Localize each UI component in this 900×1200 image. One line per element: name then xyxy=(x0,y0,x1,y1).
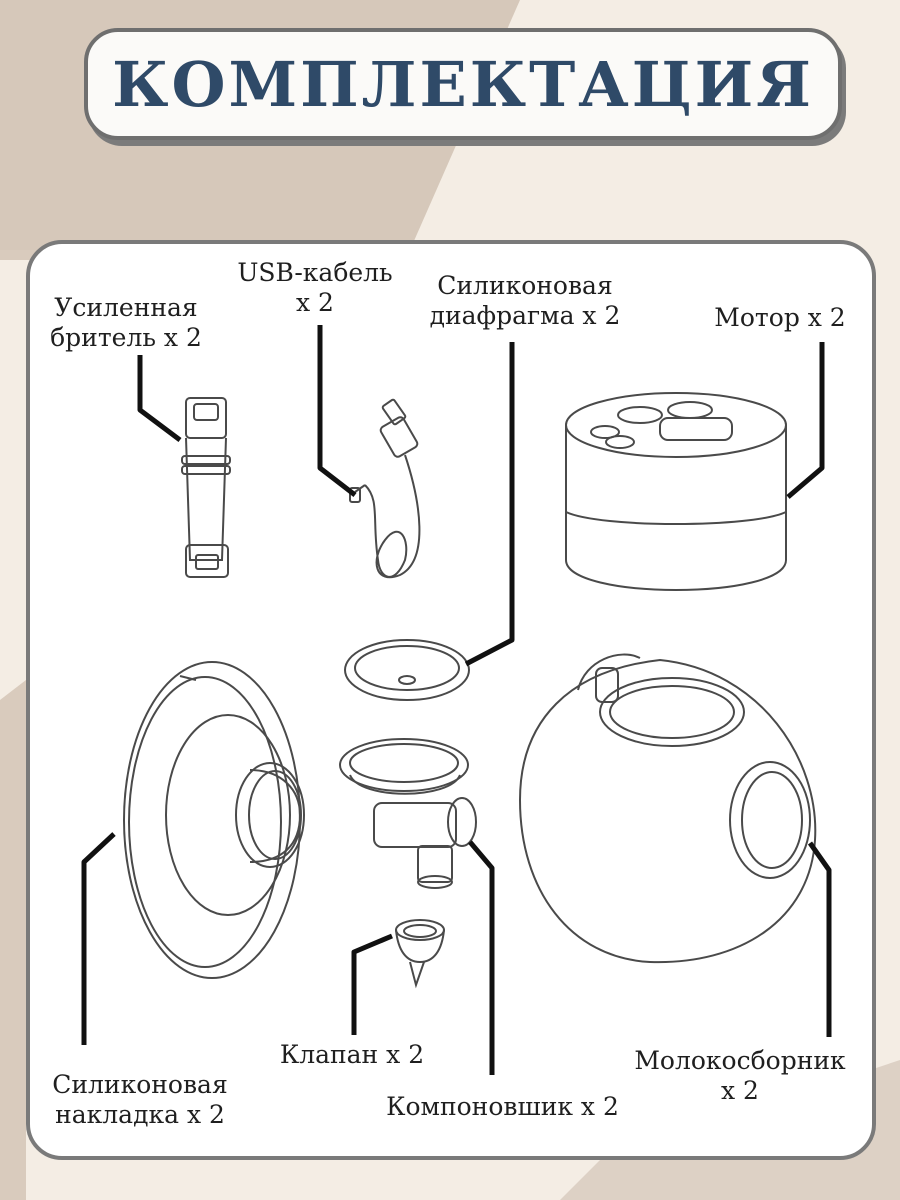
label-brace: Усиленная бритель х 2 xyxy=(50,293,202,352)
usb-leader xyxy=(317,325,357,497)
diaphragm-leader xyxy=(464,342,515,667)
motor-leader xyxy=(786,342,825,499)
label-collector: Молокосборник х 2 xyxy=(634,1046,846,1105)
title-banner: КОМПЛЕКТАЦИЯ xyxy=(84,28,842,140)
label-valve: Клапан х 2 xyxy=(279,1040,425,1069)
diaphragm-illustration xyxy=(344,639,470,701)
page-title: КОМПЛЕКТАЦИЯ xyxy=(112,47,814,121)
label-flange: Силиконовая накладка х 2 xyxy=(52,1070,228,1129)
label-diaphragm: Силиконовая диафрагма х 2 xyxy=(429,271,621,330)
motor-illustration xyxy=(565,392,787,591)
brace-illustration xyxy=(181,397,231,578)
collector-leader xyxy=(807,841,832,1037)
valve-illustration xyxy=(395,919,445,989)
collector-illustration xyxy=(518,653,817,964)
valve-leader xyxy=(351,933,393,1035)
flange-leader xyxy=(81,832,116,1045)
brace-leader xyxy=(137,355,182,442)
leader-lines xyxy=(81,325,832,1075)
label-connector: Компоновшик х 2 xyxy=(386,1092,619,1121)
label-usb-cable: USB-кабель х 2 xyxy=(237,258,393,317)
usb-cable-illustration xyxy=(349,398,421,579)
contents-panel xyxy=(26,240,876,1160)
flange-illustration xyxy=(123,661,305,979)
label-motor: Мотор х 2 xyxy=(714,303,846,332)
connector-leader xyxy=(468,840,495,1075)
connector-illustration xyxy=(339,738,477,889)
